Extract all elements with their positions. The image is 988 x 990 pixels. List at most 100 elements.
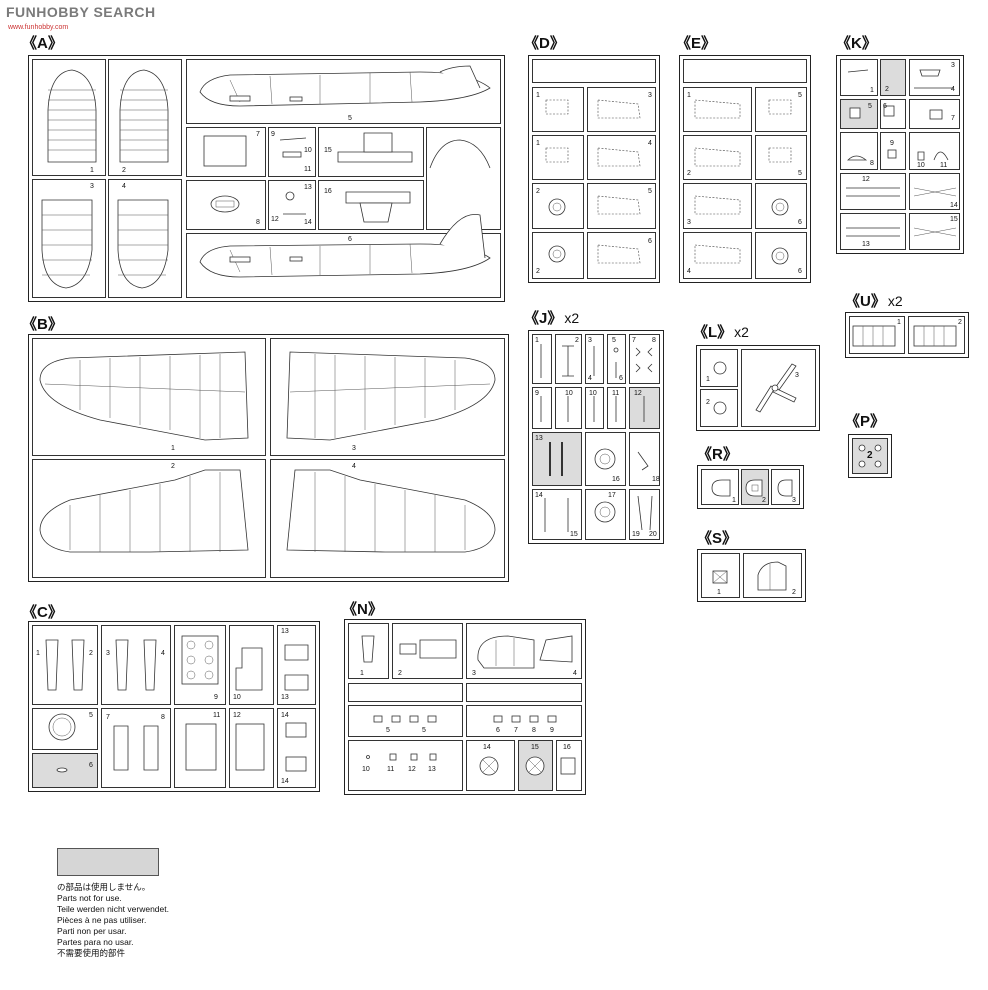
sprue-j-cell-19	[629, 489, 660, 540]
sprue-p-label: 《P》	[845, 413, 886, 430]
sprue-j-num-3: 3	[588, 337, 592, 344]
sprue-e-cell-5a	[755, 87, 807, 132]
sprue-k-num-10: 10	[917, 162, 925, 169]
sprue-j-cell-7	[629, 334, 660, 384]
legend-line-fr: Pièces à ne pas utiliser.	[57, 915, 147, 925]
sprue-n-num-1: 1	[360, 670, 364, 677]
sprue-d-num-5: 5	[648, 188, 652, 195]
sprue-j-num-8: 8	[652, 337, 656, 344]
sprue-a-num-10: 10	[304, 147, 312, 154]
sprue-r-num-3: 3	[792, 497, 796, 504]
legend-line-en: Parts not for use.	[57, 893, 122, 903]
sprue-j-num-5: 5	[612, 337, 616, 344]
sprue-c-label: 《C》	[22, 604, 63, 621]
sprue-d-cell-2a	[532, 183, 584, 229]
sprue-b-label: 《B》	[22, 316, 63, 333]
sprue-k-num-5: 5	[868, 103, 872, 110]
sprue-k-cell-12	[840, 173, 906, 210]
sprue-j-multiplier: x2	[564, 310, 580, 326]
watermark-logo: FUNHOBBY SEARCH	[6, 4, 156, 20]
sprue-n-num-4: 4	[573, 670, 577, 677]
sprue-j-cell-11	[607, 387, 626, 429]
sprue-d-cell-4	[587, 135, 656, 180]
legend-swatch	[57, 848, 159, 876]
sprue-j-num-20: 20	[649, 531, 657, 538]
sprue-k-cell-1	[840, 59, 878, 96]
sprue-d-num-2a: 2	[536, 188, 540, 195]
sprue-d-cell-6	[587, 232, 656, 279]
sprue-j-num-16: 16	[612, 476, 620, 483]
sprue-l-label-text: 《L》	[693, 324, 733, 341]
sprue-j-cell-1	[532, 334, 552, 384]
sprue-j-num-12: 12	[634, 390, 642, 397]
sprue-c-num-14a: 14	[281, 712, 289, 719]
sprue-k-cell-13	[840, 213, 906, 250]
sprue-j-cell-3	[585, 334, 604, 384]
sprue-a-num-13: 13	[304, 184, 312, 191]
sprue-b-num-3: 3	[352, 445, 356, 452]
sprue-n-bar-right	[466, 683, 582, 702]
sprue-k-num-8: 8	[870, 160, 874, 167]
sprue-u-num-2: 2	[958, 319, 962, 326]
sprue-d-cell-1b	[532, 135, 584, 180]
sprue-a-num-15: 15	[324, 147, 332, 154]
sprue-d-num-3: 3	[648, 92, 652, 99]
sprue-e-num-1: 1	[687, 92, 691, 99]
sprue-k-num-14: 14	[950, 202, 958, 209]
sprue-j-num-7: 7	[632, 337, 636, 344]
sprue-r-label: 《R》	[697, 446, 738, 463]
sprue-c-cell-14	[277, 708, 316, 788]
sprue-c-num-7: 7	[106, 714, 110, 721]
sprue-c-num-6: 6	[89, 762, 93, 769]
sprue-u-label: 《U》x2	[845, 290, 903, 311]
sprue-j-num-19: 19	[632, 531, 640, 538]
sprue-k-num-11: 11	[940, 162, 948, 169]
sprue-e-num-3: 3	[687, 219, 691, 226]
sprue-k-num-9: 9	[890, 140, 894, 147]
sprue-j-cell-17	[585, 489, 626, 540]
sprue-e-num-5a: 5	[798, 92, 802, 99]
sprue-k-num-15: 15	[950, 216, 958, 223]
sprue-e-cell-4	[683, 232, 752, 279]
sprue-n-num-8: 8	[532, 727, 536, 734]
sprue-j-num-18: 18	[652, 476, 660, 483]
sprue-k-num-1: 1	[870, 87, 874, 94]
sprue-e-num-4: 4	[687, 268, 691, 275]
sprue-n-num-16: 16	[563, 744, 571, 751]
sprue-c-num-9: 9	[214, 694, 218, 701]
sprue-j-cell-14	[532, 489, 582, 540]
sprue-a-num-6: 6	[348, 236, 352, 243]
sprue-n-cell-10	[348, 740, 463, 791]
sprue-j-num-2: 2	[575, 337, 579, 344]
sprue-j-cell-5	[607, 334, 626, 384]
sprue-n-num-14: 14	[483, 744, 491, 751]
sprue-e-num-6a: 6	[798, 219, 802, 226]
sprue-j-num-10a: 10	[565, 390, 573, 397]
sprue-a-num-3: 3	[90, 183, 94, 190]
sprue-u-multiplier: x2	[887, 293, 903, 309]
sprue-l-num-1: 1	[706, 376, 710, 383]
sprue-k-cell-2	[880, 59, 906, 96]
sprue-a-num-11: 11	[304, 166, 312, 173]
sprue-s-label: 《S》	[697, 530, 738, 547]
sprue-e-cell-5b	[755, 135, 807, 180]
sprue-c-num-5: 5	[89, 712, 93, 719]
sprue-c-num-11: 11	[213, 712, 221, 719]
sprue-r-num-2: 2	[762, 497, 766, 504]
sprue-e-top-bar	[683, 59, 807, 83]
legend-line-it: Parti non per usar.	[57, 926, 127, 936]
sprue-e-num-5b: 5	[798, 170, 802, 177]
sprue-r-num-1: 1	[732, 497, 736, 504]
sprue-n-num-2: 2	[398, 670, 402, 677]
sprue-j-cell-12	[629, 387, 660, 429]
sprue-n-num-11: 11	[387, 766, 395, 773]
sprue-a-num-16: 16	[324, 188, 332, 195]
sprue-n-num-5a: 5	[386, 727, 390, 734]
